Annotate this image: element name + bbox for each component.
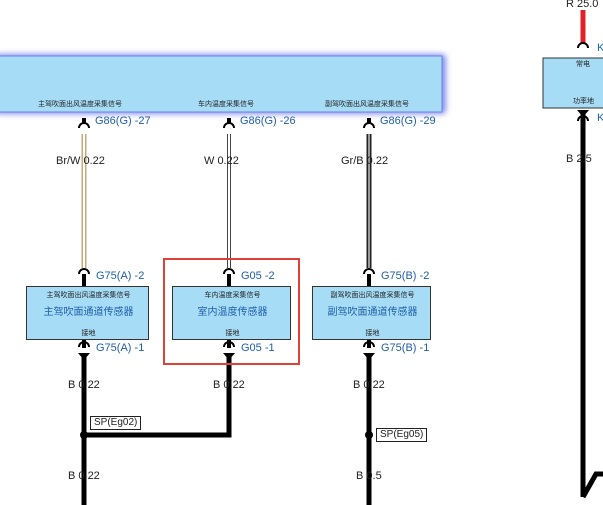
sensor-ground-passenger: 接地 (365, 330, 380, 337)
pin-g05-2-symbol (223, 268, 235, 275)
module-signal-passenger: 副驾吹面出风温度采集信号 (325, 101, 409, 108)
sensor-connector-bottom-col3: G75(B) -1 (381, 342, 430, 354)
pin-g75b-2-symbol (363, 268, 375, 275)
splice-dot-eg02 (80, 431, 88, 439)
wire-b25-label: B 2.5 (566, 153, 592, 165)
climate-module-body (0, 55, 443, 113)
wire-col2-ground (84, 353, 232, 438)
module-signal-cabin: 车内温度采集信号 (198, 101, 254, 108)
module-connector-col3: G86(G) -29 (380, 115, 436, 127)
sensor-connector-top-col2: G05 -2 (241, 270, 275, 282)
pin-power-ground-symbol (577, 115, 589, 122)
sensor-signal-cabin: 车内温度采集信号 (204, 292, 261, 299)
wire-label-col3-bottom: B 0.5 (356, 470, 382, 482)
pin-power-symbol (577, 42, 589, 49)
splice-label-eg05: SP(Eg05) (376, 428, 428, 442)
splice-label-eg02: SP(Eg02) (90, 416, 142, 430)
sensor-connector-top-col3: G75(B) -2 (381, 270, 430, 282)
pin-g75a-2-symbol (78, 268, 90, 275)
module-connector-col1: G86(G) -27 (95, 115, 151, 127)
wire-label-col2-upper: W 0.22 (204, 155, 239, 167)
module-signal-driver: 主驾吹面出风温度采集信号 (38, 101, 122, 108)
wire-label-col3-upper: Gr/B 0.22 (341, 155, 389, 167)
sensor-box-cabin[interactable]: 车内温度采集信号 室内温度传感器 接地 (172, 286, 291, 340)
wire-label-col1-upper: Br/W 0.22 (56, 155, 105, 167)
sensor-signal-driver: 主驾吹面出风温度采集信号 (46, 292, 131, 299)
wire-label-col1-lower: B 0.22 (68, 379, 100, 391)
cabin-sensor-highlight-frame (163, 258, 300, 365)
power-wire-label: R 25.0 (566, 0, 599, 10)
sensor-ground-cabin: 接地 (225, 330, 240, 337)
sensor-box-driver[interactable]: 主驾吹面出风温度采集信号 主驾吹面通道传感器 接地 (26, 286, 149, 340)
wire-label-col1-bottom: B 0.22 (68, 470, 100, 482)
power-connector-label-bottom: K (597, 112, 603, 124)
sensor-ground-driver: 接地 (81, 330, 96, 337)
power-box-top-text: 常电 (576, 61, 590, 68)
sensor-signal-passenger: 副驾吹面出风温度采集信号 (330, 292, 415, 299)
module-connector-col2: G86(G) -26 (240, 115, 296, 127)
splice-dot-eg05 (365, 431, 373, 439)
sensor-box-passenger[interactable]: 副驾吹面出风温度采集信号 副驾吹面通道传感器 接地 (312, 286, 431, 340)
wire-label-col2-lower: B 0.22 (213, 379, 245, 391)
sensor-connector-top-col1: G75(A) -2 (96, 270, 145, 282)
sensor-name-passenger: 副驾吹面通道传感器 (327, 307, 418, 318)
wire-b25-bend (580, 471, 603, 499)
sensor-name-driver: 主驾吹面通道传感器 (43, 307, 134, 318)
sensor-connector-bottom-col1: G75(A) -1 (96, 342, 145, 354)
power-box-bottom-text: 功率地 (573, 98, 594, 105)
wire-label-col3-lower: B 0.22 (353, 379, 385, 391)
sensor-connector-bottom-col2: G05 -1 (241, 342, 275, 354)
power-box-body (542, 57, 603, 109)
sensor-name-cabin: 室内温度传感器 (197, 307, 268, 318)
power-connector-label-top: K (597, 42, 603, 54)
